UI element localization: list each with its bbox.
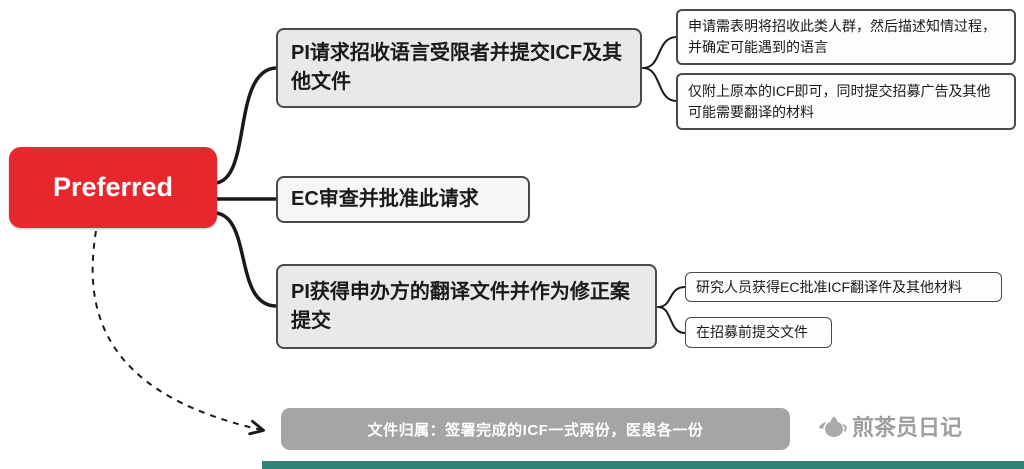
bottom-accent-bar	[262, 461, 1024, 469]
note-label: 申请需表明将招收此类人群，然后描述知情过程，并确定可能遇到的语言	[688, 18, 996, 55]
connector-root-footer-dashed	[91, 230, 266, 436]
note-node-attach-original-icf: 仅附上原本的ICF即可，同时提交招募广告及其他可能需要翻译的材料	[676, 73, 1016, 130]
footer-node-document-ownership: 文件归属：签署完成的ICF一式两份，医患各一份	[281, 408, 790, 450]
note-node-submit-before-recruitment: 在招募前提交文件	[685, 317, 832, 348]
step-node-label: EC审查并批准此请求	[291, 188, 479, 210]
step-node-label: PI获得申办方的翻译文件并作为修正案提交	[291, 280, 630, 332]
step-node-translation-amendment: PI获得申办方的翻译文件并作为修正案提交	[276, 264, 657, 349]
connector-step3-note3b	[657, 306, 686, 334]
note-label: 研究人员获得EC批准ICF翻译件及其他材料	[696, 278, 962, 295]
connector-root-step3	[214, 211, 278, 308]
teapot-icon	[818, 413, 848, 439]
step-node-ec-review: EC审查并批准此请求	[276, 176, 530, 223]
note-label: 仅附上原本的ICF即可，同时提交招募广告及其他可能需要翻译的材料	[688, 82, 991, 120]
note-node-application-statement: 申请需表明将招收此类人群，然后描述知情过程，并确定可能遇到的语言	[676, 9, 1016, 65]
note-label: 在招募前提交文件	[696, 324, 808, 340]
connector-root-step1	[214, 66, 278, 185]
connector-step1-note1b	[642, 67, 677, 102]
root-node-label: Preferred	[52, 172, 174, 202]
root-node-preferred: Preferred	[9, 147, 217, 228]
connector-step1-note1a	[642, 36, 677, 69]
step-node-submit-icf: PI请求招收语言受限者并提交ICF及其他文件	[276, 28, 642, 108]
footer-node-label: 文件归属：签署完成的ICF一式两份，医患各一份	[367, 421, 704, 439]
note-node-ec-approved-translation: 研究人员获得EC批准ICF翻译件及其他材料	[685, 272, 1002, 302]
watermark: 煎茶员日记	[818, 410, 1008, 442]
step-node-label: PI请求招收语言受限者并提交ICF及其他文件	[291, 42, 623, 93]
watermark-text: 煎茶员日记	[852, 415, 963, 440]
connector-step3-note3a	[657, 286, 686, 308]
